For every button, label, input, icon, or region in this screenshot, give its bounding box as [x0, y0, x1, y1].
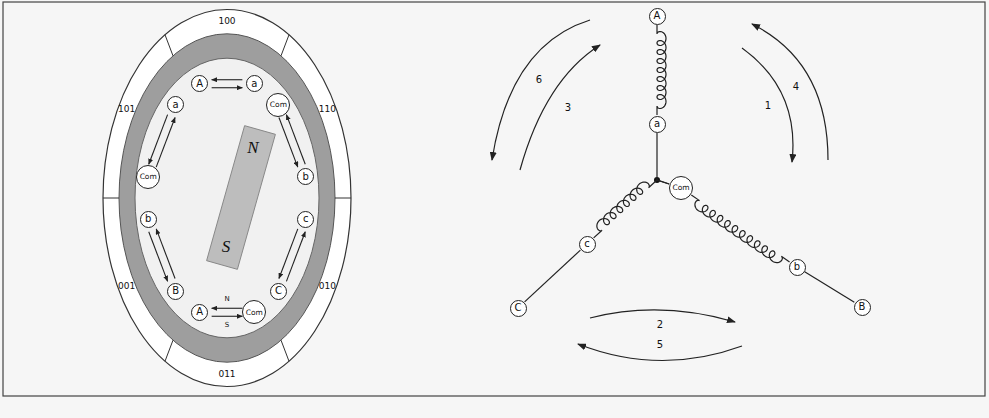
- step-number: 2: [657, 320, 663, 330]
- terminal-circle: Com: [266, 93, 290, 117]
- sequence-arrow: [742, 48, 793, 162]
- coil-current-arrow: [156, 229, 175, 279]
- terminal-circle: B: [854, 299, 871, 316]
- stator-bore: [135, 58, 319, 338]
- step-number: 6: [536, 75, 542, 85]
- winding-coil: [657, 25, 666, 115]
- sector-divider: [165, 340, 173, 361]
- terminal-circle: c: [579, 236, 596, 253]
- terminal-circle: A: [649, 8, 666, 25]
- sector-divider: [335, 198, 351, 199]
- terminal-letter: b: [145, 214, 151, 224]
- sector-divider: [165, 35, 173, 56]
- terminal-letter: b: [303, 172, 309, 182]
- terminal-circle: C: [270, 283, 287, 300]
- hall-code: 010: [319, 282, 336, 291]
- terminal-letter: C: [515, 303, 522, 313]
- coil-current-arrow: [286, 232, 305, 282]
- coil-current-arrow: [212, 316, 243, 317]
- terminal-letter: Com: [140, 173, 157, 181]
- terminal-letter: a: [251, 79, 257, 89]
- terminal-letter: c: [303, 214, 309, 224]
- coil-current-arrow: [212, 308, 243, 309]
- terminal-circle: A: [191, 75, 208, 92]
- winding-wire: [525, 250, 581, 302]
- step-number: 4: [793, 82, 799, 92]
- terminal-circle: a: [649, 116, 666, 133]
- step-number: 1: [765, 101, 771, 111]
- sequence-arrow: [752, 24, 828, 160]
- terminal-circle: b: [297, 168, 314, 185]
- terminal-letter: c: [584, 239, 590, 249]
- coil-current-arrow: [279, 229, 298, 279]
- terminal-circle: Com: [242, 300, 266, 324]
- terminal-letter: b: [794, 262, 800, 272]
- sequence-arrow: [520, 45, 600, 170]
- pole-letter: S: [225, 322, 229, 329]
- terminal-circle: b: [140, 211, 157, 228]
- coil-current-arrow: [286, 115, 305, 165]
- sector-divider: [103, 198, 119, 199]
- coil-current-arrow: [212, 79, 243, 80]
- hall-code: 100: [218, 17, 235, 26]
- terminal-letter: a: [654, 119, 660, 129]
- rotor-magnet: [207, 126, 276, 270]
- terminal-circle: C: [510, 300, 527, 317]
- terminal-letter: Com: [246, 309, 263, 317]
- pole-letter: N: [224, 296, 229, 303]
- stator-outer-ring: [103, 10, 351, 387]
- coil-current-arrow: [149, 115, 168, 165]
- pole-letter: S: [222, 238, 231, 255]
- terminal-letter: A: [196, 307, 203, 317]
- frame: [3, 2, 985, 396]
- coil-current-arrow: [279, 117, 298, 167]
- terminal-letter: B: [859, 302, 866, 312]
- coil-current-arrow: [212, 87, 243, 88]
- sector-divider: [281, 340, 289, 361]
- terminal-letter: Com: [672, 184, 689, 192]
- winding-wire: [657, 133, 669, 184]
- terminal-letter: Com: [270, 101, 287, 109]
- terminal-letter: A: [196, 79, 203, 89]
- step-number: 3: [565, 103, 571, 113]
- step-number: 5: [657, 340, 663, 350]
- terminal-circle: B: [167, 283, 184, 300]
- terminal-letter: B: [172, 286, 179, 296]
- terminal-letter: C: [275, 286, 282, 296]
- terminal-letter: A: [654, 11, 661, 21]
- terminal-letter: a: [172, 100, 178, 110]
- terminal-circle: a: [246, 75, 263, 92]
- pole-letter: N: [247, 139, 258, 156]
- terminal-circle: a: [167, 96, 184, 113]
- winding-coil: [691, 195, 789, 263]
- hall-code: 110: [319, 105, 336, 114]
- sequence-arrow: [492, 20, 590, 160]
- stator-band: [119, 34, 335, 362]
- hall-code: 101: [118, 105, 135, 114]
- sector-divider: [281, 35, 289, 56]
- hall-code: 011: [218, 370, 235, 379]
- winding-wire: [805, 272, 855, 303]
- coil-current-arrow: [156, 117, 175, 167]
- terminal-circle: A: [191, 304, 208, 321]
- terminal-circle: b: [789, 259, 806, 276]
- terminal-circle: Com: [669, 176, 693, 200]
- coil-current-arrow: [149, 232, 168, 282]
- terminal-circle: c: [297, 211, 314, 228]
- hall-code: 001: [118, 282, 135, 291]
- terminal-circle: Com: [136, 165, 160, 189]
- winding-coil: [594, 180, 669, 238]
